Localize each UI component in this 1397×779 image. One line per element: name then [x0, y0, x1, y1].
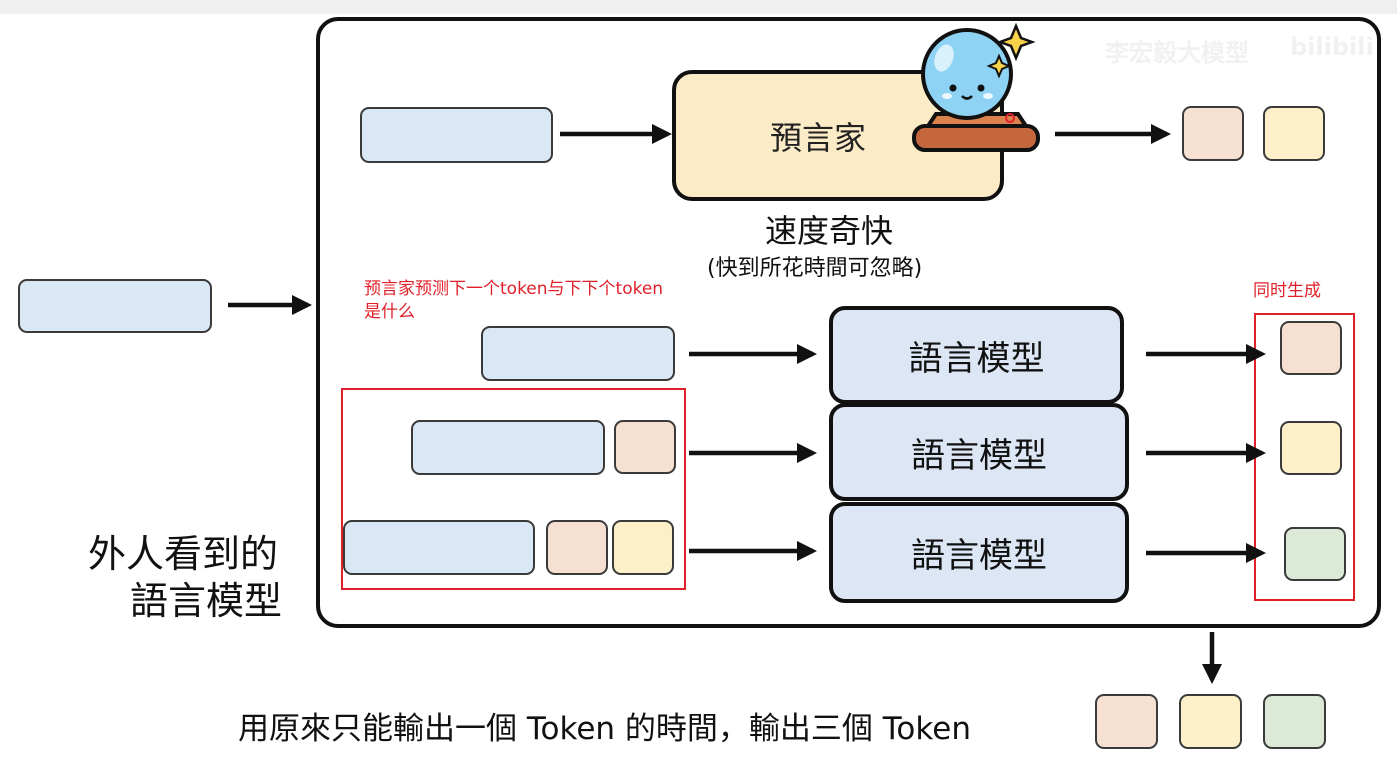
oracle-output-token-2 — [1263, 106, 1325, 161]
outsider-caption-line-2: 語言模型 — [130, 579, 283, 623]
row2-input-block — [411, 420, 605, 475]
outsider-caption-line-1: 外人看到的 — [88, 532, 279, 576]
language-model-box-3: 語言模型 — [829, 502, 1129, 603]
red-note-line-1: 预言家预测下一个token与下下个token — [364, 279, 664, 299]
oracle-output-token-1 — [1182, 106, 1244, 161]
row3-input-token-2 — [612, 520, 674, 575]
watermark-logo: bilibili — [1290, 33, 1374, 61]
row2-output-token — [1280, 421, 1342, 475]
input-highlight-box — [341, 388, 686, 590]
simultaneous-label: 同时生成 — [1253, 281, 1321, 301]
row3-input-token-1 — [546, 520, 608, 575]
language-model-box-1: 語言模型 — [829, 306, 1124, 404]
crystal-ball-icon — [912, 22, 1040, 152]
external-input-block — [18, 279, 212, 333]
row1-input-block — [481, 326, 675, 381]
final-token-1 — [1095, 694, 1158, 749]
row2-input-token — [614, 420, 676, 474]
oracle-label: 預言家 — [769, 118, 866, 157]
speed-note: (快到所花時間可忽略) — [707, 256, 923, 281]
bottom-caption: 用原來只能輸出一個 Token 的時間，輸出三個 Token — [238, 711, 971, 747]
row3-output-token — [1284, 527, 1346, 581]
lm-label-1: 語言模型 — [908, 338, 1045, 379]
language-model-box-2: 語言模型 — [829, 403, 1129, 501]
lm-label-2: 語言模型 — [911, 435, 1047, 476]
final-token-2 — [1179, 694, 1242, 749]
top-band — [0, 0, 1397, 14]
red-note-line-2: 是什么 — [364, 302, 415, 322]
row3-input-block — [343, 520, 535, 575]
watermark-text: 李宏毅大模型 — [1105, 39, 1249, 67]
speed-title: 速度奇快 — [765, 212, 894, 250]
row1-output-token — [1280, 321, 1342, 375]
final-token-3 — [1263, 694, 1326, 749]
lm-label-3: 語言模型 — [911, 536, 1047, 576]
oracle-input-block — [360, 107, 553, 163]
